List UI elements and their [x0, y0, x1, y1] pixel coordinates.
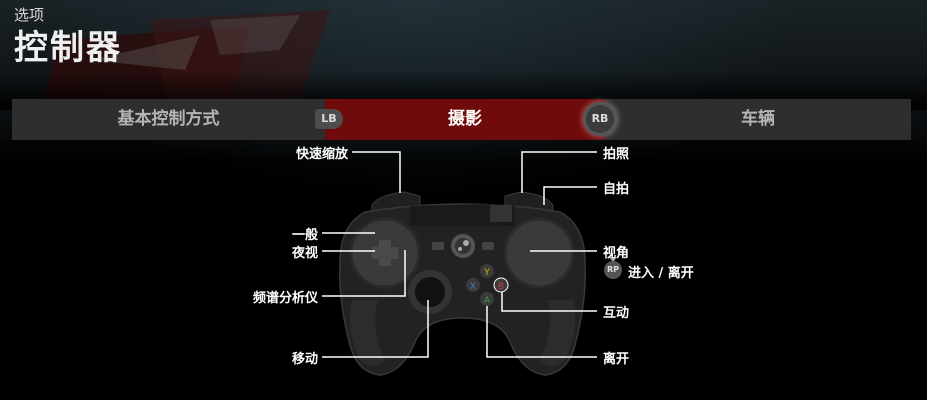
a-button-icon — [480, 292, 494, 306]
rb-bumper-icon[interactable]: RB — [586, 105, 614, 133]
header-subtitle: 选项 — [14, 6, 45, 24]
label-quick-zoom: 快速缩放 — [295, 147, 348, 162]
rp-button-icon: RP — [604, 261, 622, 279]
tab-vehicle[interactable]: 车辆 — [741, 109, 775, 129]
label-take-photo: 拍照 — [603, 147, 630, 162]
label-interact: 互动 — [603, 306, 630, 321]
tab-basic-controls[interactable]: 基本控制方式 — [117, 109, 220, 129]
tab-bar: 基本控制方式 摄影 车辆 LB RB — [12, 99, 911, 140]
label-night-vision: 夜视 — [291, 246, 318, 261]
b-button-label: B — [498, 282, 504, 292]
x-button-icon — [466, 278, 480, 292]
label-normal: 一般 — [291, 228, 318, 243]
right-trackpad-icon — [503, 217, 575, 289]
label-spectrum-analyzer: 频谱分析仪 — [252, 291, 318, 306]
lb-bumper-icon[interactable]: LB — [315, 109, 343, 129]
background-artwork — [0, 10, 927, 110]
a-button-label: A — [484, 296, 491, 306]
y-button-label: Y — [483, 268, 490, 278]
b-button-icon — [493, 277, 509, 293]
page-title: 控制器 — [14, 28, 122, 68]
tab-photography[interactable]: 摄影 — [325, 99, 605, 140]
label-selfie: 自拍 — [603, 182, 630, 197]
x-button-label: X — [470, 282, 476, 292]
y-button-icon — [480, 264, 494, 278]
label-view-angle: 视角 — [603, 246, 630, 261]
label-move: 移动 — [291, 352, 318, 367]
label-enter-exit: 进入 / 离开 — [628, 266, 694, 281]
label-leave: 离开 — [603, 352, 630, 367]
